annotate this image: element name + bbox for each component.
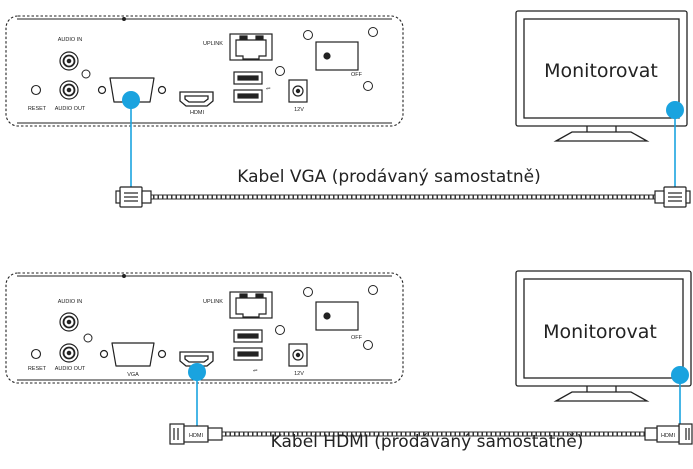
usb-ports xyxy=(233,329,263,361)
power-port xyxy=(288,79,308,103)
audio-out-label: AUDIO OUT xyxy=(55,366,86,372)
audio-in-port xyxy=(59,51,79,71)
screw-hole xyxy=(122,17,126,21)
ethernet-port xyxy=(229,291,273,319)
connection-dot xyxy=(666,101,684,119)
audio-out-port xyxy=(59,343,79,363)
usb-ports xyxy=(233,71,263,103)
hdmi-connector-text: HDMI xyxy=(661,433,676,439)
hdmi-cable-label: Kabel HDMI (prodávaný samostatně) xyxy=(271,432,584,452)
screw-hole xyxy=(275,66,285,76)
hdmi-cable: HDMI HDMI xyxy=(169,363,693,445)
reset-label: RESET xyxy=(28,106,47,112)
vga-cable xyxy=(115,91,691,208)
power-switch xyxy=(315,301,359,331)
screw-hole xyxy=(363,340,373,350)
hdmi-port xyxy=(179,91,214,107)
vga-connector-right xyxy=(654,186,691,208)
screw-hole xyxy=(122,274,126,278)
vga-cable-label: Kabel VGA (prodávaný samostatně) xyxy=(237,167,541,187)
monitor xyxy=(515,270,692,402)
hdmi-connector-text: HDMI xyxy=(189,433,204,439)
connection-dot xyxy=(188,363,206,381)
audio-out-label: AUDIO OUT xyxy=(55,106,86,112)
usb-symbol: ⭉ xyxy=(266,86,271,92)
audio-in-port xyxy=(59,312,79,332)
monitor-label: Monitorovat xyxy=(544,60,658,82)
nvr-back-panel xyxy=(5,15,404,127)
uplink-label: UPLINK xyxy=(203,41,223,47)
vga-connection-section: AUDIO IN AUDIO OUT RESET HDMI UPLINK xyxy=(5,10,691,208)
vga-label: VGA xyxy=(127,372,139,378)
vga-port xyxy=(97,77,167,103)
screw-hole xyxy=(303,30,313,40)
audio-screw xyxy=(83,333,93,343)
power-port xyxy=(288,343,308,367)
screw-hole xyxy=(368,27,378,37)
connection-dot xyxy=(671,366,689,384)
uplink-label: UPLINK xyxy=(203,299,223,305)
monitor xyxy=(515,10,688,142)
usb-symbol: ⭉ xyxy=(253,368,258,374)
reset-label: RESET xyxy=(28,366,47,372)
audio-in-label: AUDIO IN xyxy=(58,37,82,43)
nvr-outline xyxy=(5,15,404,127)
hdmi-connector-left xyxy=(169,423,223,445)
connection-dot xyxy=(122,91,140,109)
screw-hole xyxy=(368,285,378,295)
hdmi-connection-section: AUDIO IN AUDIO OUT RESET VGA UPLINK xyxy=(5,270,693,452)
nvr-outline xyxy=(5,272,404,384)
power-label: 12V xyxy=(294,107,304,113)
vga-connector-left xyxy=(115,186,152,208)
audio-screw xyxy=(81,69,91,79)
ethernet-port xyxy=(229,33,273,61)
screw-hole xyxy=(303,287,313,297)
vga-port xyxy=(99,342,167,367)
switch-off-label: OFF xyxy=(351,72,363,78)
screw-hole xyxy=(275,325,285,335)
monitor-label: Monitorovat xyxy=(543,321,657,343)
power-switch xyxy=(315,41,359,71)
hdmi-port xyxy=(179,351,214,367)
switch-off-label: OFF xyxy=(351,335,363,341)
hdmi-connector-right xyxy=(644,423,693,445)
audio-out-port xyxy=(59,80,79,100)
power-label: 12V xyxy=(294,371,304,377)
hdmi-label: HDMI xyxy=(190,110,205,116)
reset-button xyxy=(30,348,42,360)
audio-in-label: AUDIO IN xyxy=(58,299,82,305)
screw-hole xyxy=(363,81,373,91)
nvr-back-panel xyxy=(5,272,404,384)
reset-button xyxy=(30,84,42,96)
